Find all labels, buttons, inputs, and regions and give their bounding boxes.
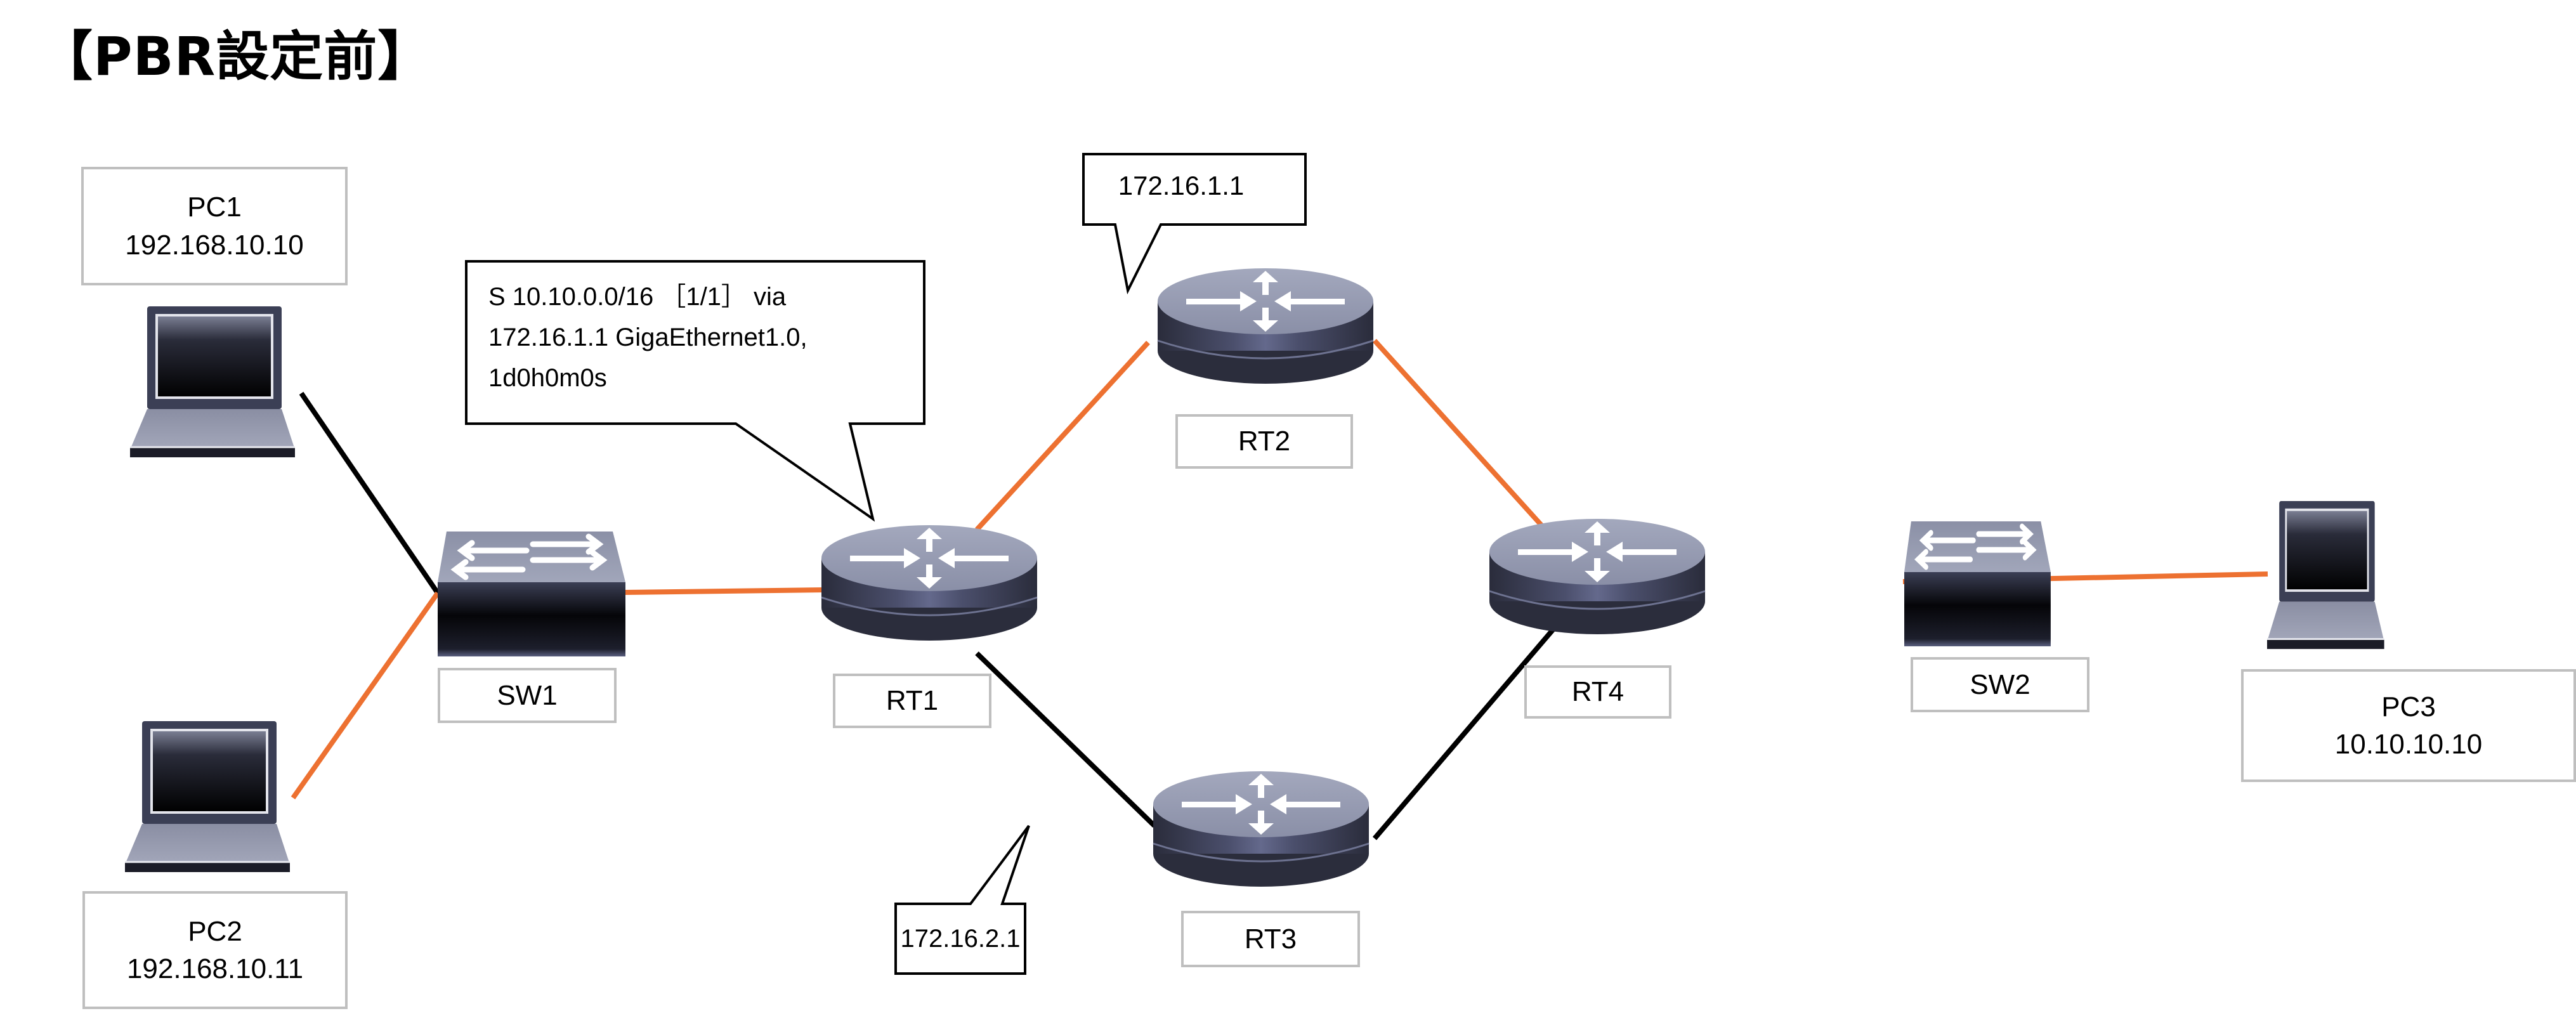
link-rt2-rt4: [1373, 339, 1543, 527]
route-callout-text: S 10.10.0.0/16 ［1/1］ via 172.16.1.1 Giga…: [488, 277, 807, 398]
pc1-laptop-icon[interactable]: [129, 305, 296, 459]
rt2-name: RT2: [1238, 426, 1291, 457]
sw2-label: SW2: [1911, 657, 2089, 712]
rt1-router-icon[interactable]: [820, 524, 1038, 642]
pc1-ip: 192.168.10.10: [125, 229, 304, 261]
link-pc2-sw1: [291, 591, 440, 800]
sw1-label: SW1: [438, 668, 617, 723]
sw1-switch-icon[interactable]: [438, 532, 625, 656]
link-rt3-rt4: [1372, 628, 1555, 840]
pc1-name: PC1: [187, 192, 242, 223]
pc3-laptop-icon[interactable]: [2266, 500, 2386, 651]
rt2-ip-callout-text: 172.16.1.1: [1118, 171, 1245, 200]
rt2-router-icon[interactable]: [1156, 267, 1375, 385]
rt3-label: RT3: [1181, 911, 1360, 967]
rt4-name: RT4: [1571, 676, 1625, 708]
rt1-name: RT1: [886, 685, 939, 717]
sw1-name: SW1: [497, 679, 558, 711]
rt3-ip-callout-bubble: [894, 825, 1030, 975]
rt1-label: RT1: [833, 674, 991, 728]
rt4-router-icon[interactable]: [1488, 518, 1706, 636]
route-line-2: 172.16.1.1 GigaEthernet1.0,: [488, 323, 807, 351]
rt4-label: RT4: [1524, 665, 1671, 719]
link-rt1-rt2: [975, 341, 1150, 532]
rt2-ip-callout-bubble: [1082, 153, 1307, 295]
link-sw1-rt1: [624, 587, 825, 595]
pc2-name: PC2: [188, 915, 242, 947]
page-title: 【PBR設定前】: [39, 25, 432, 88]
sw2-name: SW2: [1970, 669, 2030, 700]
route-callout-bubble: [465, 260, 925, 522]
link-pc1-sw1: [299, 391, 440, 595]
pc3-ip: 10.10.10.10: [2334, 729, 2483, 760]
route-line-1: S 10.10.0.0/16 ［1/1］ via: [488, 283, 787, 311]
pc3-name: PC3: [2381, 691, 2436, 722]
rt2-label: RT2: [1175, 414, 1353, 469]
sw2-switch-icon[interactable]: [1904, 521, 2051, 646]
rt3-ip-callout-text: 172.16.2.1: [900, 924, 1021, 953]
pc2-label: PC2 192.168.10.11: [82, 891, 348, 1009]
link-rt1-rt3: [975, 651, 1156, 828]
pc2-ip: 192.168.10.11: [126, 953, 304, 984]
pc3-label: PC3 10.10.10.10: [2241, 669, 2576, 782]
rt3-name: RT3: [1244, 923, 1297, 955]
pc1-label: PC1 192.168.10.10: [81, 167, 348, 285]
pc2-laptop-icon[interactable]: [124, 720, 291, 873]
route-line-3: 1d0h0m0s: [488, 364, 607, 392]
rt3-router-icon[interactable]: [1152, 770, 1370, 888]
